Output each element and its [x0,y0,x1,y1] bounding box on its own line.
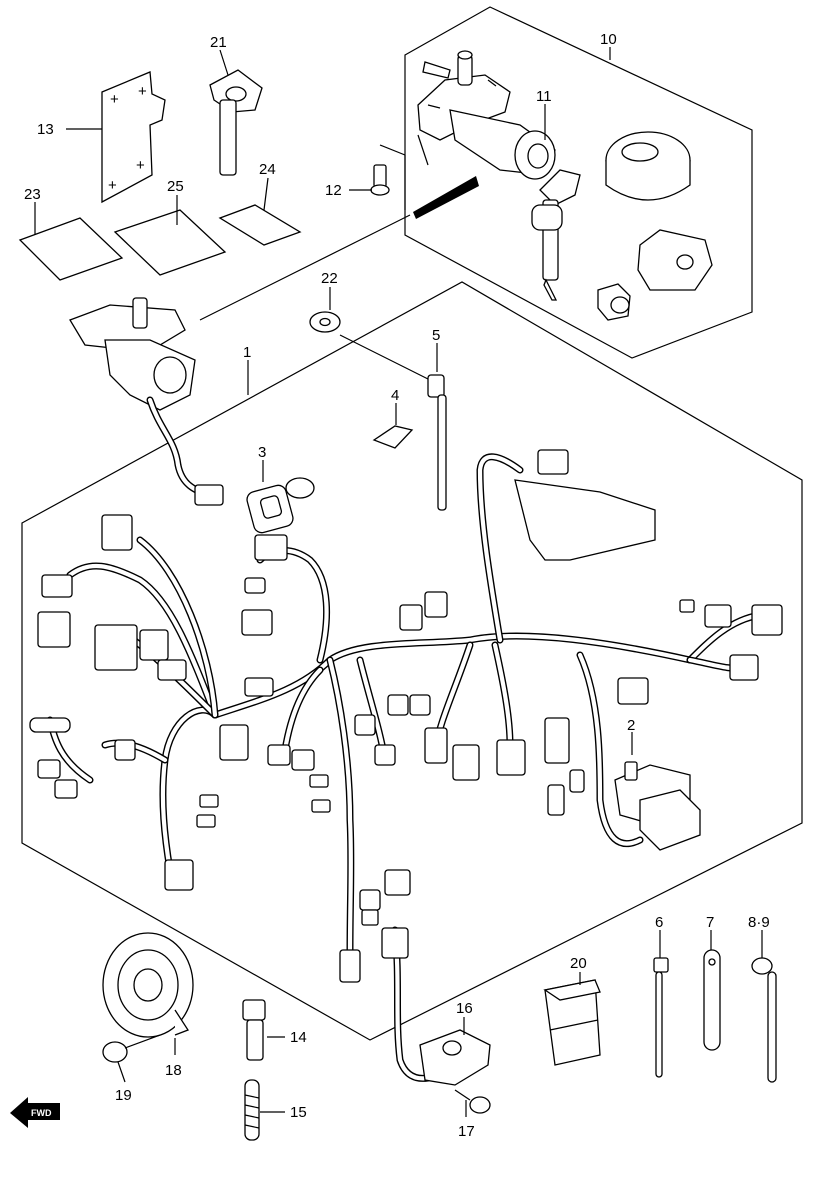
svg-text:+: + [138,83,147,100]
seat-lock [637,229,713,291]
leader-lines [34,47,763,1117]
callout-6: 6 [655,914,663,931]
callout-23: 23 [24,186,41,203]
key-21 [209,69,263,176]
callout-7: 7 [706,914,714,931]
callout-25: 25 [167,178,184,195]
callout-labels: 1 2 3 4 5 6 7 8·9 10 11 12 13 14 15 16 1… [24,31,770,1140]
ignition-switch-harness-end [69,297,224,506]
callout-18: 18 [165,1062,182,1079]
svg-text:+: + [136,157,145,174]
svg-text:+: + [108,177,117,194]
fuel-cap-lock [605,131,691,201]
sensor-16 [381,926,491,1086]
tie-6 [653,957,669,1078]
callout-13: 13 [37,121,54,138]
fuse-2 [624,761,638,781]
switch-14 [242,999,266,1061]
callout-15: 15 [290,1104,307,1121]
clamp-7 [703,949,721,1051]
callout-11: 11 [536,88,552,105]
callout-24: 24 [259,161,276,178]
callout-10: 10 [600,31,617,48]
callout-8-9: 8·9 [748,914,770,931]
relay-20 [543,979,601,1066]
callout-21: 21 [210,34,227,51]
forward-arrow-icon: FWD [10,1097,60,1128]
label-sheet-25 [113,209,227,276]
callout-20: 20 [570,955,587,972]
horn-18 [102,932,194,1038]
assembly-indicator-arrow [413,176,479,219]
label-plate-13: + + + + [101,71,166,204]
bolt-17 [454,1089,491,1114]
callout-4: 4 [391,387,399,404]
lock-cylinder [597,283,631,321]
callout-5: 5 [432,327,440,344]
ignition-switch-set-frame [404,6,753,359]
callout-2: 2 [627,717,635,734]
key-11 [531,169,581,301]
wiring-harness-frame [21,281,803,1041]
screw-12 [370,164,390,196]
label-sheet-23 [18,217,124,281]
label-sheet-24 [218,204,302,246]
tie-8-9 [751,957,777,1083]
callout-12: 12 [325,182,342,199]
callout-22: 22 [321,270,338,287]
grommet-3 [246,477,315,534]
callout-17: 17 [458,1123,475,1140]
washer-22 [309,311,341,333]
spring-15 [244,1079,260,1141]
bolt-19 [102,1034,161,1063]
ignition-switch-assembly [417,50,556,180]
forward-label: FWD [31,1108,52,1118]
svg-text:+: + [110,91,119,108]
callout-14: 14 [290,1029,307,1046]
harness-connectors [29,449,783,983]
callout-16: 16 [456,1000,473,1017]
callout-3: 3 [258,444,266,461]
callout-1: 1 [243,344,251,361]
clamp-4 [372,425,414,449]
callout-19: 19 [115,1087,132,1104]
clamp-5 [427,374,447,511]
